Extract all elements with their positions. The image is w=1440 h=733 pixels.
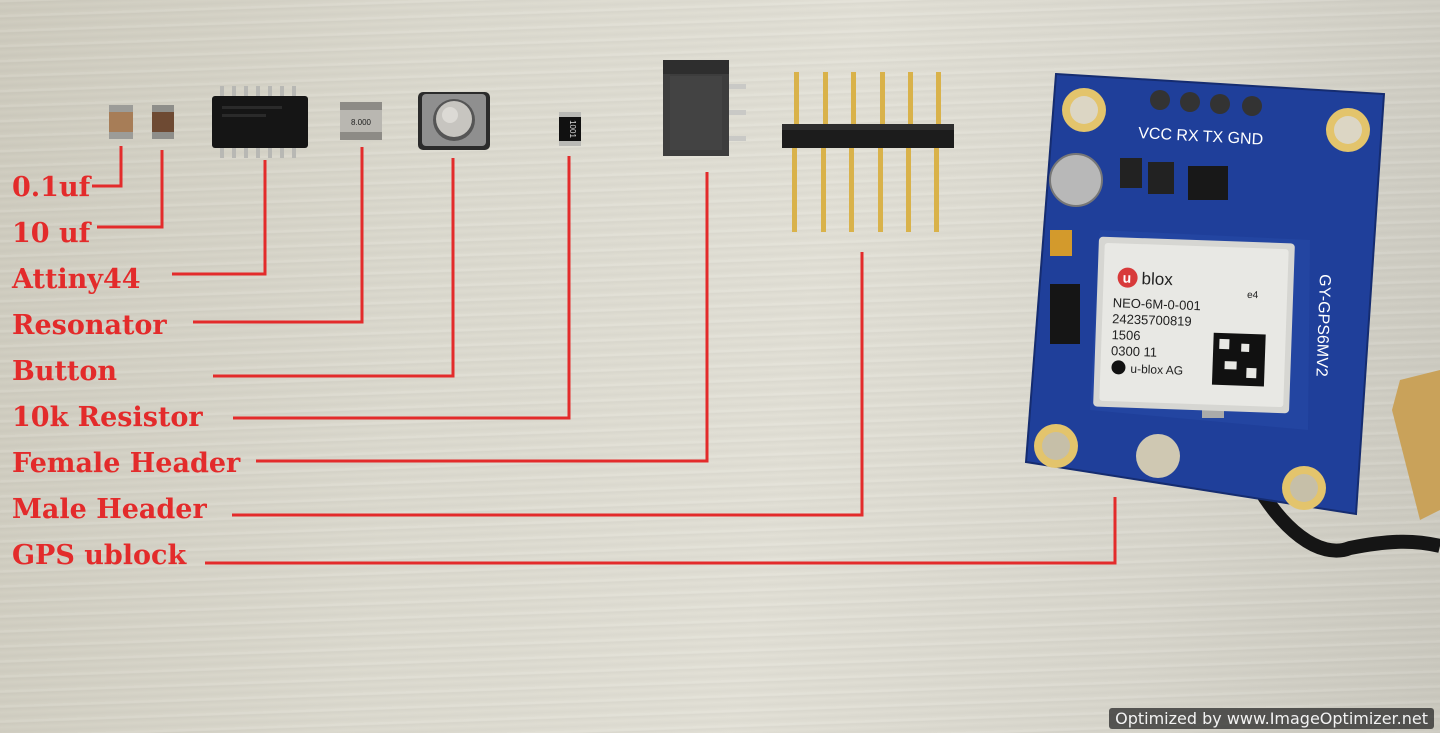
female-header [663,60,746,156]
resistor-marking: 1001 [568,120,577,138]
resonator-marking: 8.000 [351,118,372,127]
chip-line4: 0300 11 [1111,343,1158,360]
leader-male [232,252,864,517]
resistor-10k: 1001 [559,112,581,146]
watermark: Optimized by www.ImageOptimizer.net [1109,708,1434,729]
label-cap-10: 10 uf [12,218,91,249]
label-cap-01: 0.1uf [12,172,91,203]
leader-cap-01 [92,146,123,188]
chip-line3: 1506 [1111,327,1140,343]
resonator: 8.000 [340,102,382,140]
antenna-patch [1392,370,1440,520]
ublox-brand: blox [1141,269,1173,289]
label-attiny: Attiny44 [12,264,141,295]
label-gps: GPS ublock [12,540,187,571]
capacitor-10uf [152,105,174,139]
attiny44-chip [212,86,308,158]
label-resonator: Resonator [12,310,167,341]
chip-serial: 24235700819 [1112,311,1192,329]
antenna-cable [1243,468,1440,558]
capacitor-0-1uf [109,105,133,139]
leader-cap-10 [97,150,164,229]
label-male: Male Header [12,494,207,525]
tactile-button [418,92,490,150]
leader-resonator [193,147,364,324]
chip-e4-mark: e4 [1247,290,1259,301]
ublox-logo-u: u [1122,269,1131,285]
label-button: Button [12,356,118,387]
label-resistor: 10k Resistor [12,402,203,433]
backup-battery [1049,153,1103,207]
label-female: Female Header [12,448,241,479]
gps-module: VCC RX TX GND u blox e4 NEO-6M-0-001 242… [1024,72,1440,558]
board-name: GY-GPS6MV2 [1312,274,1333,377]
leader-female [256,172,709,463]
chip-model: NEO-6M-0-001 [1112,295,1201,313]
chip-maker: u-blox AG [1130,362,1183,378]
leader-button [213,158,455,378]
male-header [782,72,954,232]
leader-gps [205,497,1117,565]
leader-attiny [172,160,267,276]
gps-pin-labels: VCC RX TX GND [1138,125,1264,149]
leader-resistor [233,156,571,420]
